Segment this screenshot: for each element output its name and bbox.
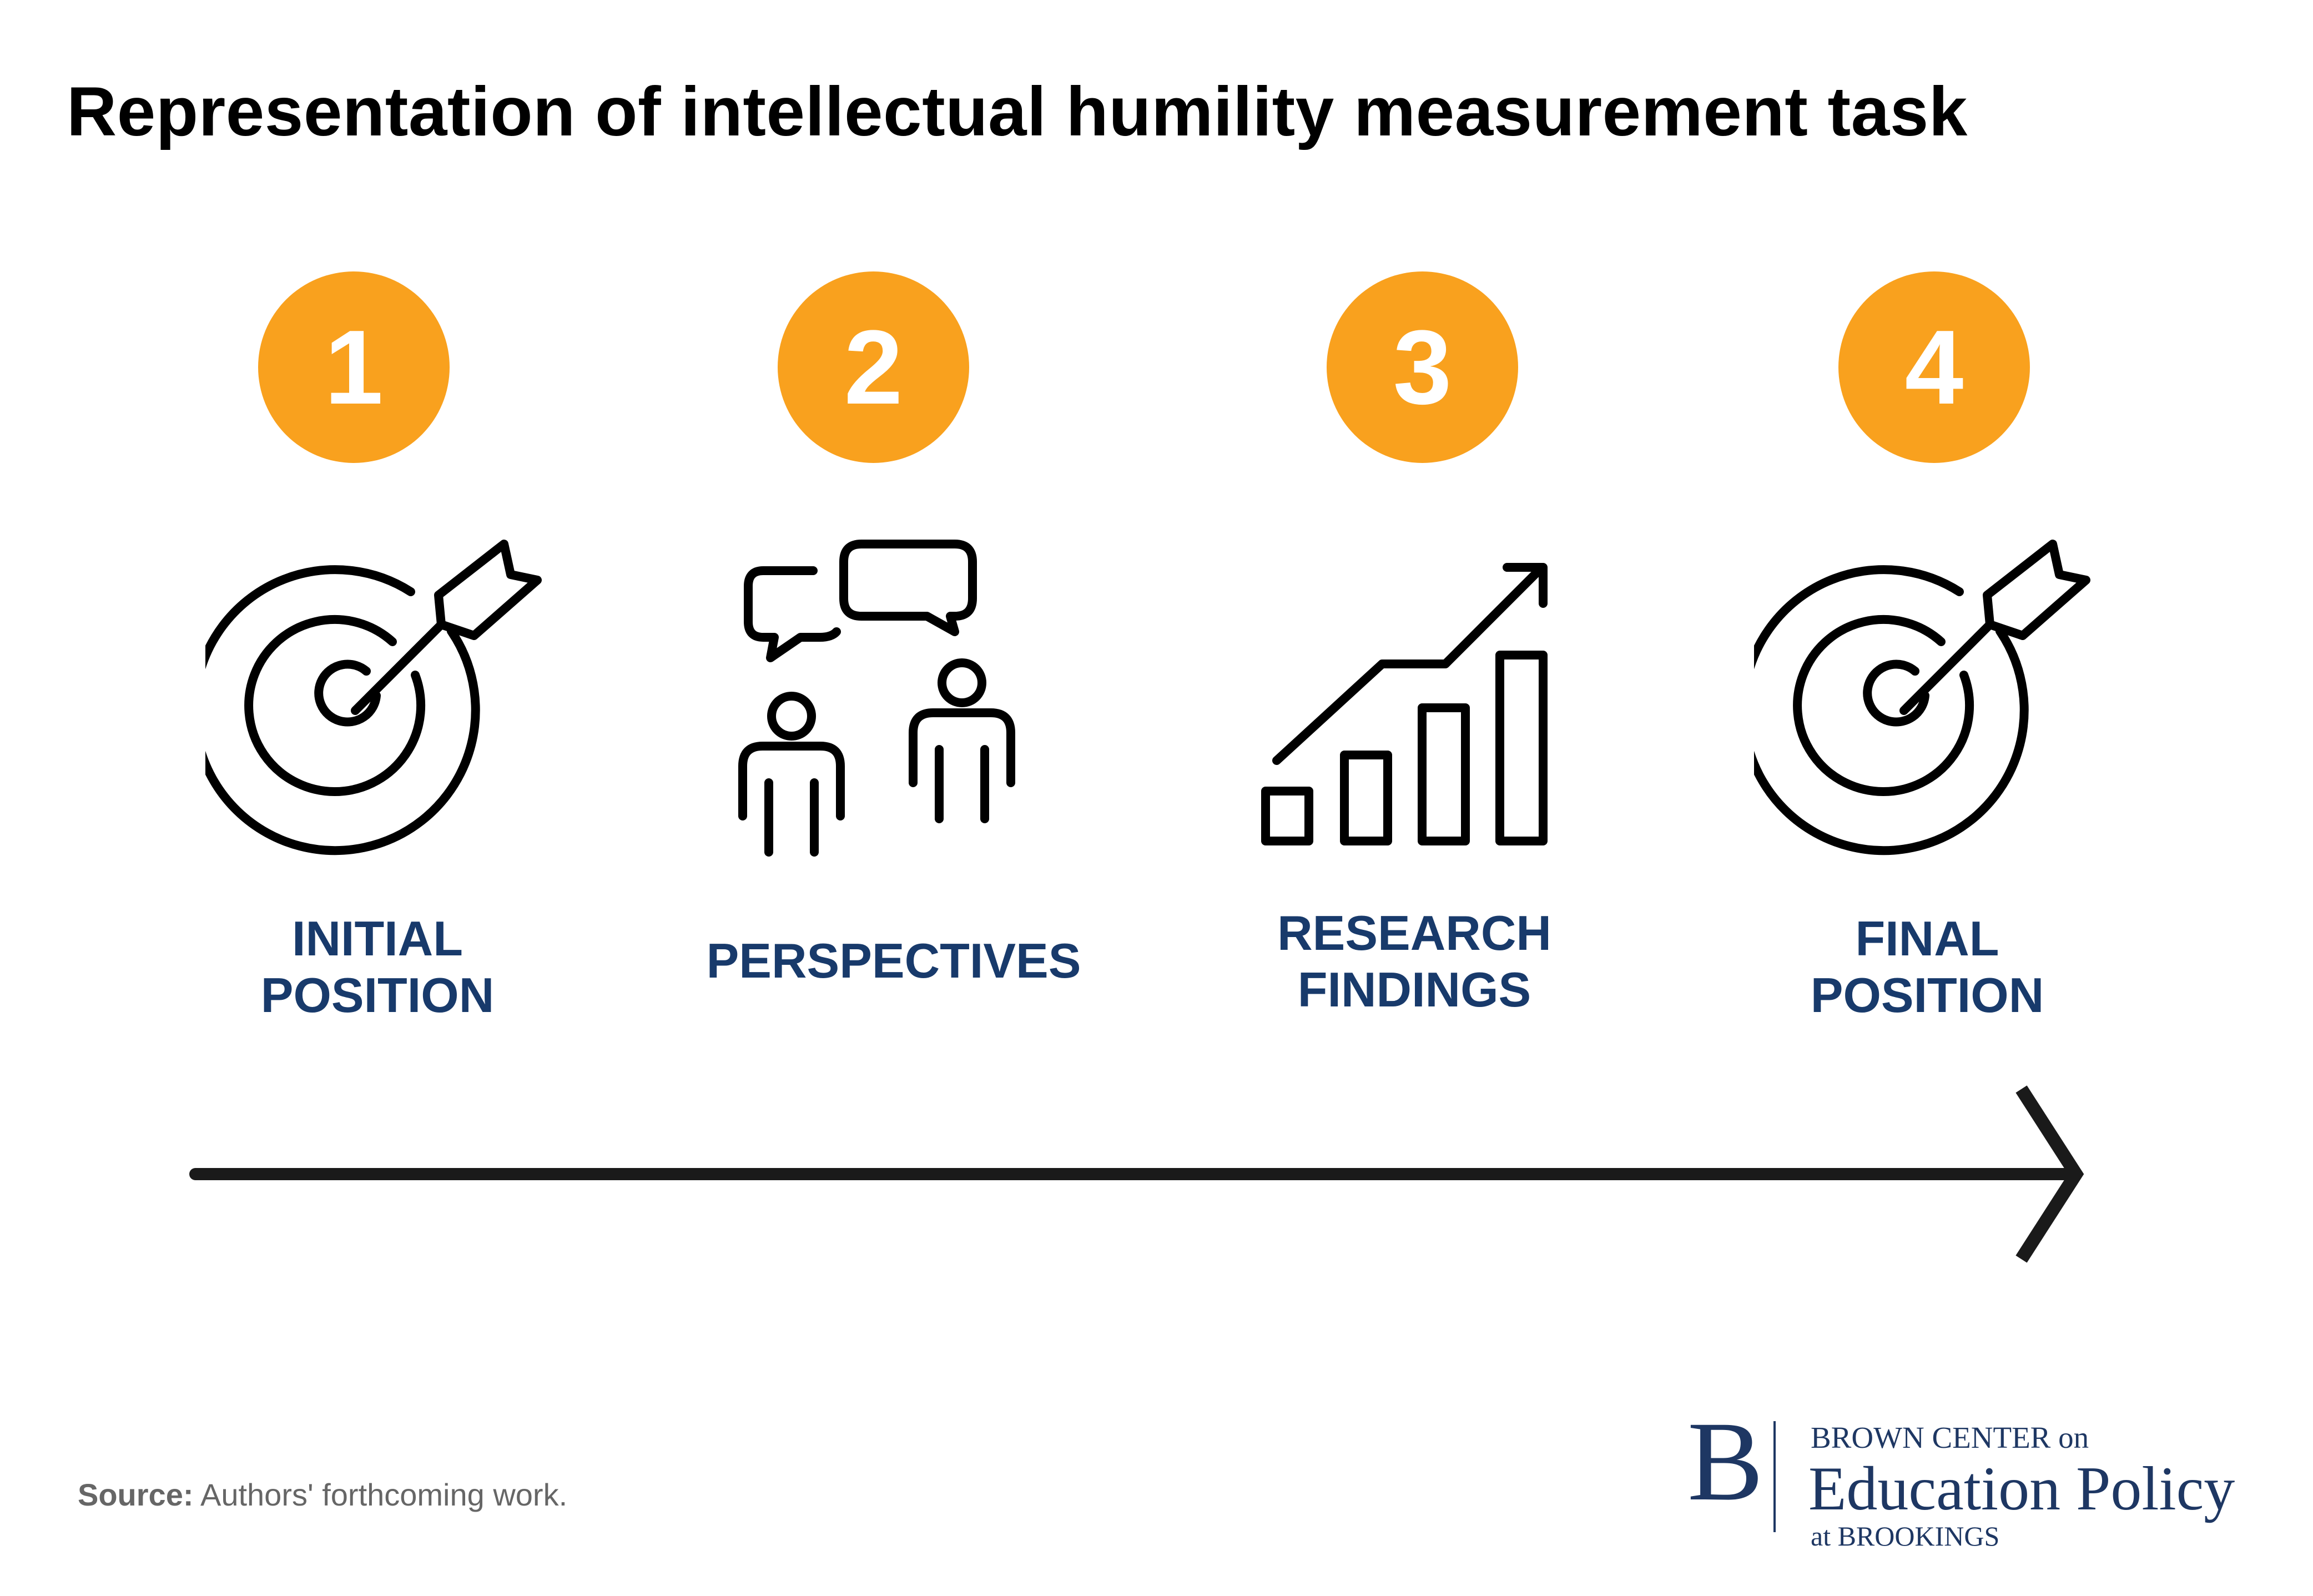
step-4-number-circle: 4: [1838, 271, 2030, 463]
step-3-label-line2: FINDINGS: [1297, 962, 1531, 1017]
step-1-number-circle: 1: [258, 271, 450, 463]
people-conversation-icon: [738, 540, 1015, 857]
logo-line2: Education Policy: [1808, 1454, 2235, 1523]
target-arrow-icon: [1754, 540, 2090, 855]
step-1-label-line2: POSITION: [260, 968, 495, 1023]
step-3-number-circle: 3: [1327, 271, 1518, 463]
step-1-label: INITIAL POSITION: [261, 910, 495, 1024]
target-arrow-icon: [205, 540, 542, 855]
step-3-label-line1: RESEARCH: [1277, 905, 1551, 960]
source-label: Source:: [78, 1477, 194, 1512]
step-2-number-circle: 2: [778, 271, 969, 463]
step-2-label: PERSPECTIVES: [707, 933, 1081, 989]
brown-center-logo: B BROWN CENTER on Education Policy at BR…: [1687, 1404, 2287, 1554]
step-2-label-line1: PERSPECTIVES: [706, 933, 1081, 988]
growth-chart-icon: [1261, 563, 1548, 845]
diagram-title: Representation of intellectual humility …: [67, 73, 1968, 150]
step-1-label-line1: INITIAL: [292, 911, 463, 966]
source-note: Source: Authors' forthcoming work.: [78, 1477, 567, 1513]
source-text: Authors' forthcoming work.: [200, 1477, 568, 1512]
logo-divider: [1773, 1421, 1776, 1532]
step-3-label: RESEARCH FINDINGS: [1277, 905, 1551, 1018]
logo-mark: B: [1687, 1398, 1763, 1524]
step-4-label-line1: FINAL: [1855, 911, 1999, 966]
logo-line1: BROWN CENTER on: [1811, 1421, 2089, 1454]
step-4-label: FINAL POSITION: [1811, 910, 2044, 1024]
step-4-label-line2: POSITION: [1810, 968, 2044, 1023]
logo-line3: at BROOKINGS: [1811, 1521, 2000, 1552]
